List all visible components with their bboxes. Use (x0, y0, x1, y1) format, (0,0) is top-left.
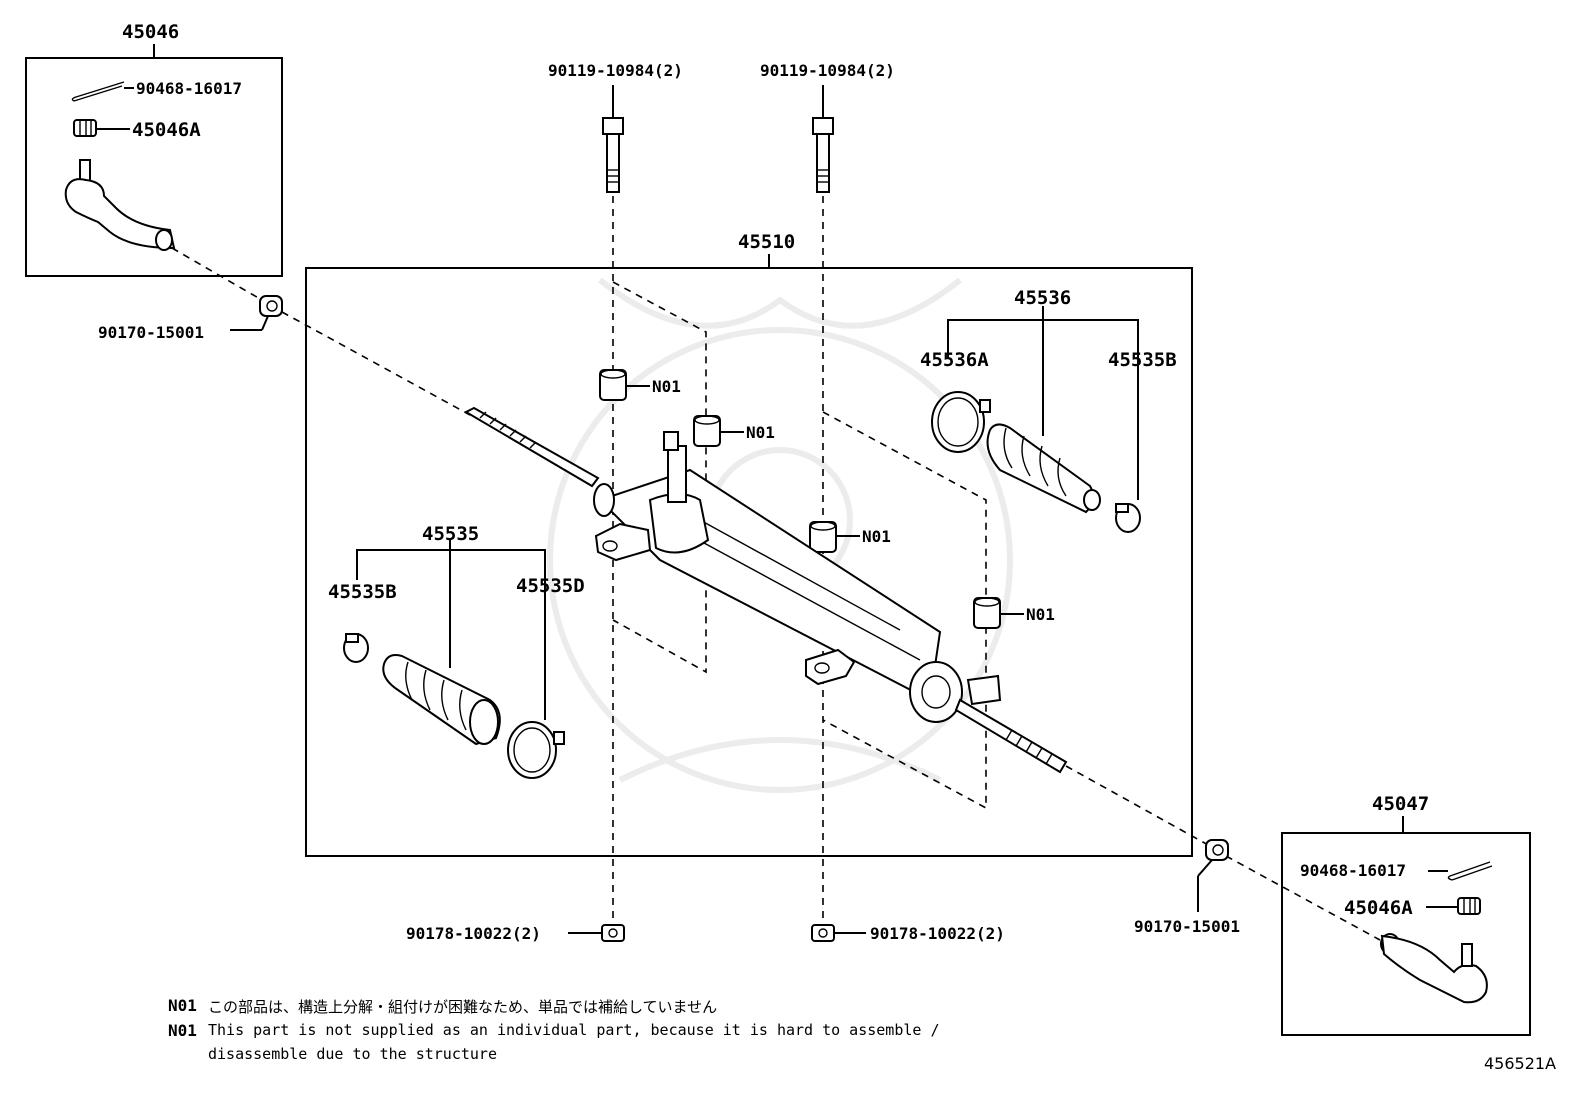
note-code-1: N01 (168, 996, 197, 1015)
label-cotter-pin-right: 90468-16017 (1300, 861, 1406, 880)
label-lock-nut-left: 90170-15001 (98, 323, 204, 342)
label-boot-kit-left: 45535 (422, 523, 479, 545)
note-code-2: N01 (168, 1021, 197, 1040)
bushing-n01-1-icon (599, 369, 627, 401)
bolt-left-icon (602, 117, 624, 193)
castle-nut-left-icon (73, 119, 97, 137)
mount-nut-right-icon (811, 924, 835, 942)
label-clamp-45535d: 45535D (516, 575, 585, 597)
lock-nut-right-icon (1205, 839, 1229, 861)
note-english-line-1: This part is not supplied as an individu… (208, 1021, 940, 1039)
clamp-45535b-right-icon (1115, 503, 1141, 533)
cotter-pin-right-icon (1447, 861, 1493, 881)
boot-left-icon (382, 654, 501, 746)
bushing-n01-2-icon (693, 415, 721, 447)
label-nut-left: 45046A (132, 119, 201, 141)
castle-nut-right-icon (1457, 897, 1481, 915)
box-rack-assembly (305, 267, 1193, 857)
label-bolt-right: 90119-10984(2) (760, 61, 895, 80)
note-english-line-2: disassemble due to the structure (208, 1045, 497, 1063)
mount-nut-left-icon (601, 924, 625, 942)
label-mount-nut-left: 90178-10022(2) (406, 924, 541, 943)
clamp-45536a-icon (931, 391, 991, 453)
label-n01-4: N01 (1026, 605, 1055, 624)
bolt-right-icon (812, 117, 834, 193)
label-boot-kit-right: 45536 (1014, 287, 1071, 309)
label-45046: 45046 (122, 21, 179, 43)
box-tie-rod-end-right (1281, 832, 1531, 1036)
bushing-n01-3-icon (809, 521, 837, 553)
watermark-emblem (547, 277, 1013, 793)
steering-rack-icon (463, 406, 1068, 774)
label-lock-nut-right: 90170-15001 (1134, 917, 1240, 936)
boot-right-icon (986, 423, 1101, 514)
figure-number: 456521A (1484, 1054, 1557, 1073)
label-n01-1: N01 (652, 377, 681, 396)
label-45047: 45047 (1372, 793, 1429, 815)
note-japanese: この部品は、構造上分解・組付けが困難なため、単品では補給していません (208, 998, 718, 1016)
label-n01-3: N01 (862, 527, 891, 546)
clamp-45535d-icon (507, 721, 565, 779)
lock-nut-left-icon (259, 295, 283, 317)
label-mount-nut-right: 90178-10022(2) (870, 924, 1005, 943)
label-clamp-45535b-right: 45535B (1108, 349, 1177, 371)
label-rack-assembly: 45510 (738, 231, 795, 253)
label-n01-2: N01 (746, 423, 775, 442)
cotter-pin-left-icon (71, 81, 125, 102)
label-clamp-45535b-left: 45535B (328, 581, 397, 603)
clamp-45535b-left-icon (343, 633, 369, 663)
tie-rod-end-right-icon (1380, 933, 1488, 1004)
label-nut-right: 45046A (1344, 897, 1413, 919)
label-cotter-pin-left: 90468-16017 (136, 79, 242, 98)
label-bolt-left: 90119-10984(2) (548, 61, 683, 80)
bushing-n01-4-icon (973, 597, 1001, 629)
label-clamp-45536a: 45536A (920, 349, 989, 371)
tie-rod-end-left-icon (64, 159, 176, 251)
